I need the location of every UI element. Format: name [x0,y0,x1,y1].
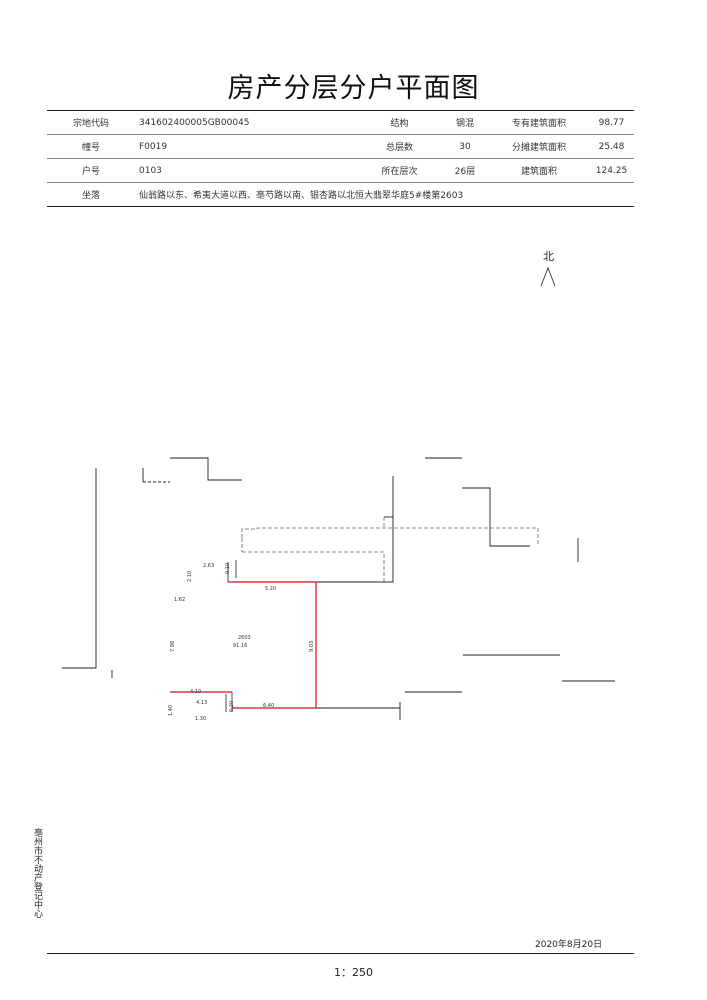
code-value: 341602400005GB00045 [135,110,358,135]
info-row: 宗地代码 341602400005GB00045 结构 钢混 专有建筑面积 98… [47,110,634,135]
info-row: 户号 0103 所在层次 26层 建筑面积 124.25 [47,158,634,183]
dim-left-vertical: 2.10 [187,571,193,582]
dim-bottom-red: 6.40 [263,703,274,709]
unit-boundary [170,581,317,709]
total-floors-value: 30 [441,134,489,159]
issue-date: 2020年8月20日 [535,940,603,950]
dim-left-mid: 1.62 [174,597,185,603]
dim-tiny-1: 0.10 [225,563,231,574]
total-floors-label: 总层数 [358,134,441,159]
info-row: 坐落 仙翁路以东、希夷大道以西、亳芍路以南、银杏路以北恒大翡翠华庭5#楼第260… [47,182,634,207]
building-value: F0019 [135,134,358,159]
exclusive-area-label: 专有建筑面积 [489,110,589,135]
issuing-organization: 亳州市不动产登记中心 [32,828,42,918]
dim-bottom-left: 4.10 [190,689,201,695]
floor-label: 所在层次 [358,158,441,183]
dim-bottom-small-1: 4.13 [196,700,207,706]
building-label: 幢号 [47,134,135,159]
code-label: 宗地代码 [47,110,135,135]
floor-plan: 2.63 2.10 1.62 7.98 2603 91.16 5.20 9.03… [62,457,615,722]
location-value: 仙翁路以东、希夷大道以西、亳芍路以南、银杏路以北恒大翡翠华庭5#楼第2603 [135,182,634,207]
location-label: 坐落 [47,182,135,207]
structure-label: 结构 [358,110,441,135]
structure-value: 钢混 [441,110,489,135]
dim-left-top: 2.63 [203,563,214,569]
room-id: 2603 [238,635,251,641]
footer-divider [47,953,634,954]
shared-area-label: 分摊建筑面积 [489,134,589,159]
dim-bottom-left-vertical: 1.40 [168,705,174,716]
total-area-value: 124.25 [589,158,634,183]
room-area: 91.16 [233,643,247,649]
inner-wall-ticks [225,560,237,712]
info-row: 幢号 F0019 总层数 30 分摊建筑面积 25.48 [47,134,634,159]
unit-value: 0103 [135,158,358,183]
exclusive-area-value: 98.77 [589,110,634,135]
north-arrow-icon [540,266,556,287]
shared-outline [241,517,539,582]
scale-label: 1：250 [334,966,373,979]
building-outline [62,457,615,720]
dim-top-red: 5.20 [265,586,276,592]
dim-right-red: 9.03 [309,641,315,652]
page-title: 房产分层分户平面图 [227,73,480,104]
unit-label: 户号 [47,158,135,183]
total-area-label: 建筑面积 [489,158,589,183]
dim-tiny-2: 0.20 [229,701,235,712]
property-info-table: 宗地代码 341602400005GB00045 结构 钢混 专有建筑面积 98… [47,110,634,207]
floor-value: 26层 [441,158,489,183]
dim-left-vertical-2: 7.98 [170,641,176,652]
dim-bottom-small-2: 1.30 [195,716,206,722]
north-label: 北 [543,250,554,263]
shared-area-value: 25.48 [589,134,634,159]
